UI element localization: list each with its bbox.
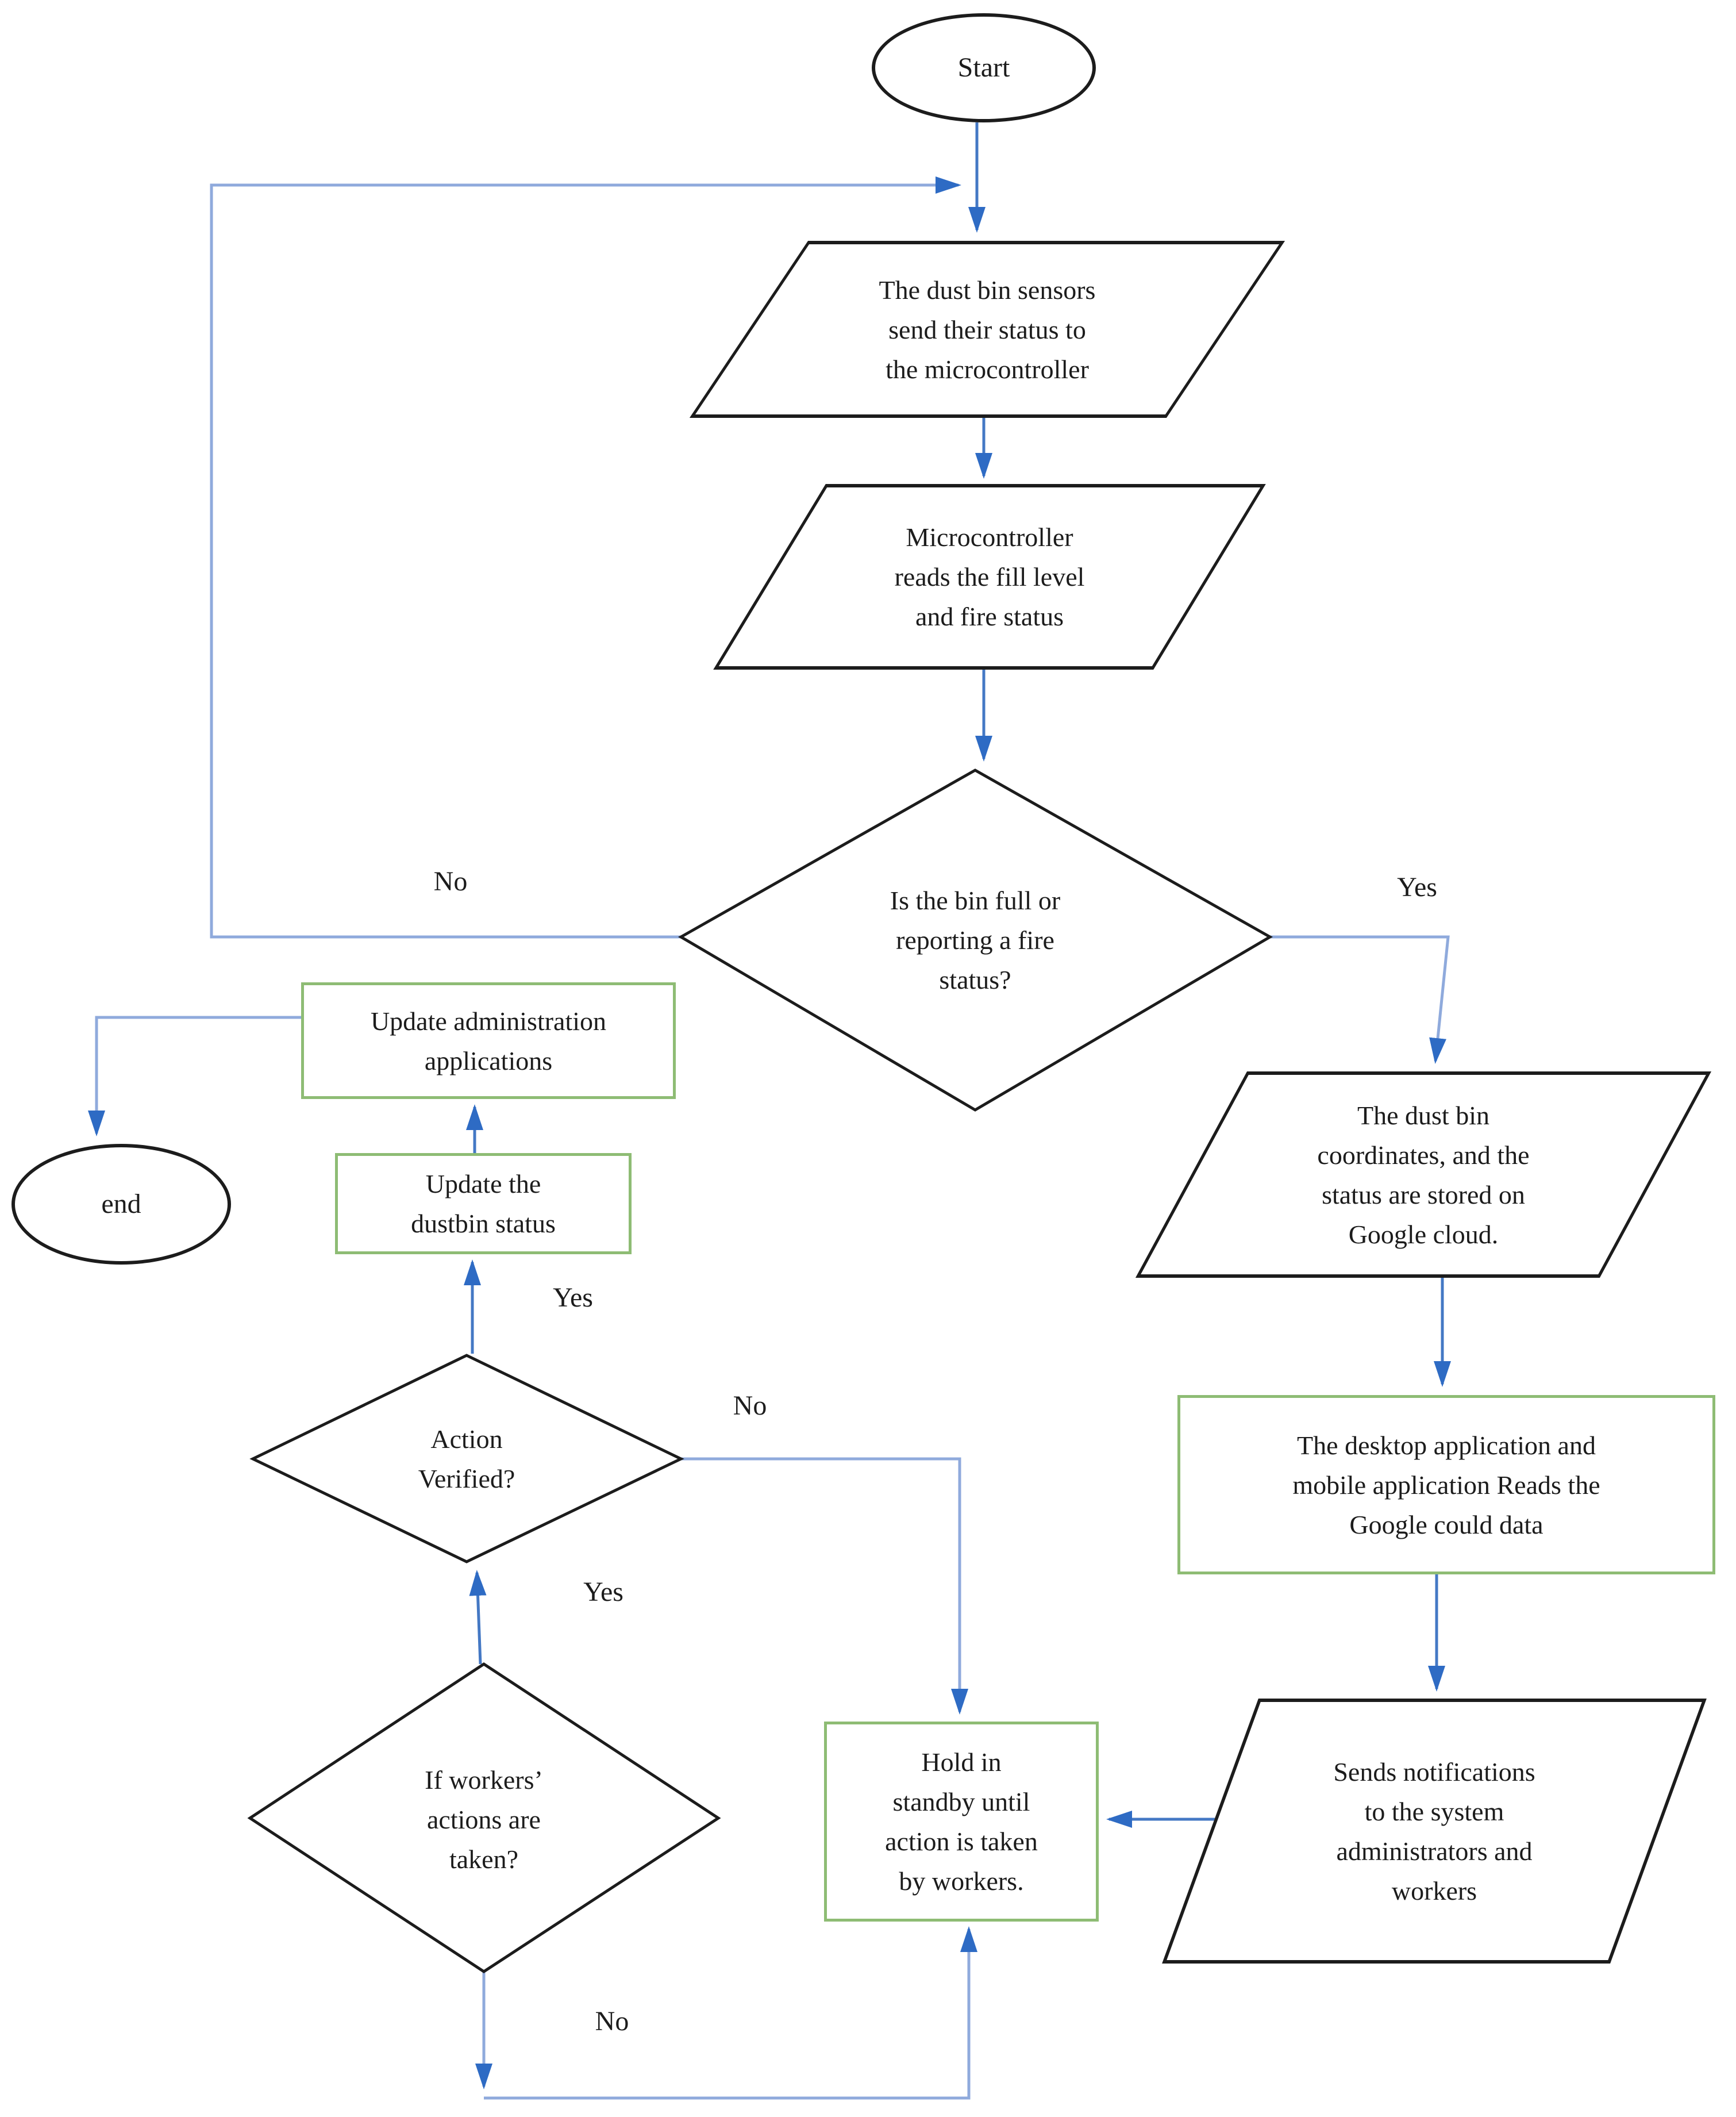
update-dustbin-label: Update the dustbin status <box>411 1169 556 1238</box>
update-admin-node: Update administration applications <box>301 982 676 1099</box>
micro-label: Microcontroller reads the fill level and… <box>894 522 1085 631</box>
desktop-reads-rect <box>1177 1395 1715 1574</box>
start-node: Start <box>872 13 1096 122</box>
hold-standby-label: Hold in standby until action is taken by… <box>885 1747 1038 1896</box>
decision-action-verified-shape <box>249 1354 684 1563</box>
edge-yes-workers-to-verified <box>469 1570 487 1665</box>
hold-standby-rect <box>824 1722 1099 1922</box>
edge-admin-to-end <box>88 1016 301 1136</box>
hold-standby-node: Hold in standby until action is taken by… <box>824 1722 1099 1922</box>
edge-yes-binfull-to-cloud <box>1270 935 1450 1064</box>
edge-no-workers-to-hold-bottom <box>484 1926 977 2100</box>
decision-action-verified-label: Action Verified? <box>418 1424 515 1493</box>
edge-label-no-bin-full: No <box>433 866 468 897</box>
coords-cloud-node: The dust bin coordinates, and the status… <box>1135 1071 1712 1278</box>
update-admin-rect <box>301 982 676 1099</box>
edge-label-yes-verified: Yes <box>553 1282 593 1313</box>
end-node: end <box>11 1144 231 1265</box>
edge-label-no-workers: No <box>595 2006 629 2037</box>
notifications-label: Sends notifications to the system admini… <box>1333 1757 1535 1905</box>
decision-workers-actions-shape <box>247 1662 721 1973</box>
notifications-node: Sends notifications to the system admini… <box>1162 1699 1707 1964</box>
micro-node: Microcontroller reads the fill level and… <box>713 484 1266 670</box>
edge-label-yes-bin-full: Yes <box>1397 872 1437 902</box>
desktop-reads-node: The desktop application and mobile appli… <box>1177 1395 1715 1574</box>
update-admin-label: Update administration applications <box>370 1006 607 1075</box>
sensors-node: The dust bin sensors send their status t… <box>689 241 1285 418</box>
start-label: Start <box>957 52 1010 83</box>
decision-workers-actions-label: If workers’ actions are taken? <box>425 1765 543 1874</box>
coords-cloud-label: The dust bin coordinates, and the status… <box>1317 1100 1530 1249</box>
end-label: end <box>101 1189 141 1219</box>
edge-no-verified-to-hold <box>681 1457 968 1715</box>
decision-bin-full-shape <box>678 769 1273 1112</box>
desktop-reads-label: The desktop application and mobile appli… <box>1292 1430 1600 1539</box>
sensors-label: The dust bin sensors send their status t… <box>879 275 1096 384</box>
start-ellipse <box>872 13 1096 122</box>
update-dustbin-node: Update the dustbin status <box>335 1153 632 1254</box>
edge-label-yes-workers: Yes <box>583 1577 623 1607</box>
edge-no-loop-to-top <box>210 176 961 939</box>
edge-label-no-verified: No <box>733 1390 767 1421</box>
end-ellipse <box>11 1144 231 1265</box>
update-dustbin-rect <box>335 1153 632 1254</box>
decision-bin-full-label: Is the bin full or reporting a fire stat… <box>890 885 1061 994</box>
